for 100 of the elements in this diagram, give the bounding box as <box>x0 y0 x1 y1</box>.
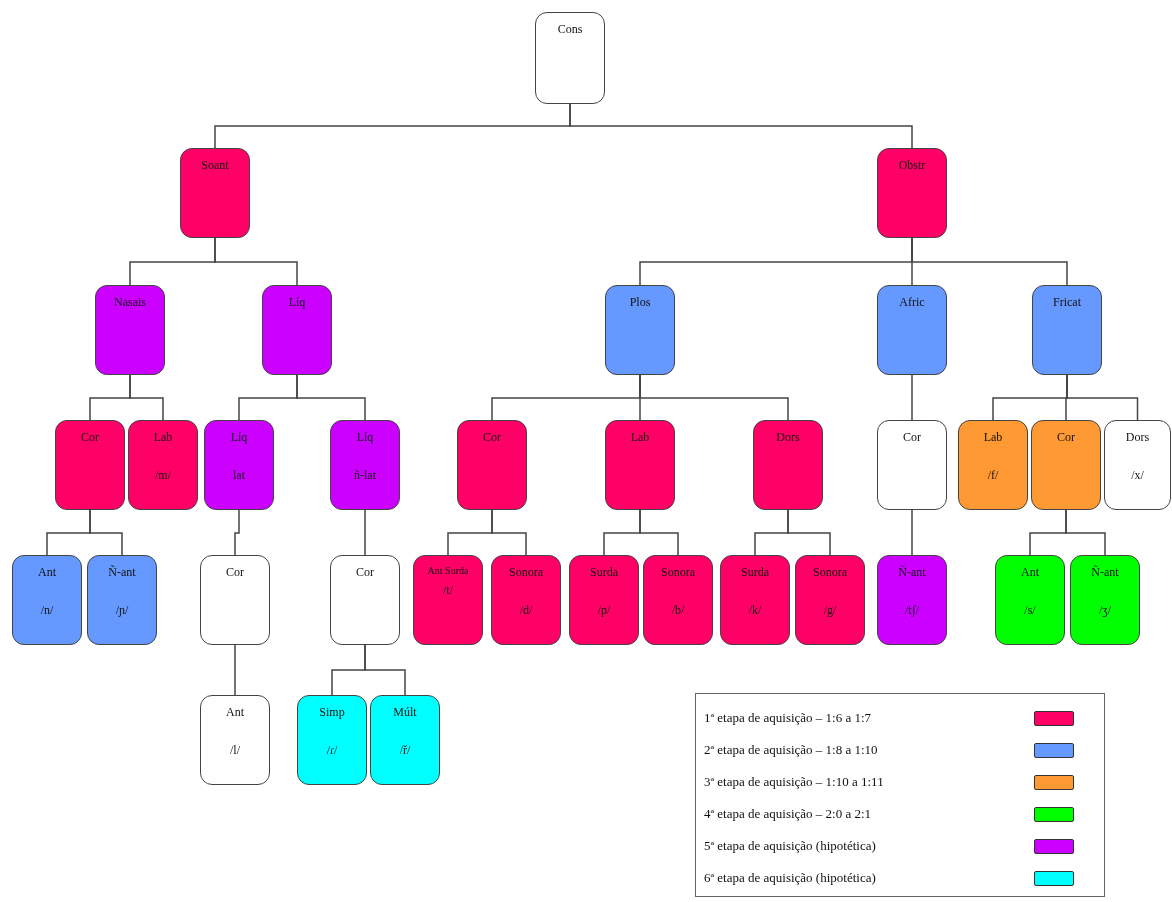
category-box <box>605 285 675 375</box>
category-label: Líq <box>288 296 306 309</box>
phoneme-label: /tʃ/ <box>905 602 919 618</box>
connector-line <box>911 374 913 421</box>
category-box <box>753 420 823 510</box>
category-box <box>877 148 947 238</box>
category-box <box>1070 555 1140 645</box>
category-label: Simp <box>319 706 345 719</box>
category-box <box>877 555 947 645</box>
category-box <box>491 555 561 645</box>
connector-line <box>129 374 164 421</box>
category-box <box>605 420 675 510</box>
category-label: Nasais <box>114 296 146 309</box>
legend-text: 3ª etapa de aquisição – 1:10 a 1:11 <box>704 774 884 790</box>
category-label: Cor <box>903 431 921 444</box>
category-box <box>330 420 400 510</box>
category-box <box>720 555 790 645</box>
category-box <box>1032 285 1102 375</box>
category-label: Surda <box>590 566 618 579</box>
category-box <box>330 555 400 645</box>
phoneme-label: /p/ <box>597 602 611 618</box>
connector-line <box>639 509 679 556</box>
phoneme-label: /n/ <box>40 602 54 618</box>
category-label: Ñ-ant <box>1091 566 1119 579</box>
phoneme-label: /t/ <box>443 582 453 598</box>
category-label: Sonora <box>661 566 695 579</box>
category-box <box>297 695 367 785</box>
category-box <box>262 285 332 375</box>
phoneme-label: /s/ <box>1024 602 1036 618</box>
connector-line <box>234 509 240 556</box>
legend-text: 5ª etapa de aquisição (hipotética) <box>704 838 876 854</box>
category-label: Dors <box>1125 431 1150 444</box>
phoneme-label: /ř/ <box>399 742 411 758</box>
category-box <box>457 420 527 510</box>
connector-line <box>1066 374 1139 421</box>
category-label: Lab <box>630 431 650 444</box>
category-label: Múlt <box>393 706 417 719</box>
category-label: Sonora <box>509 566 543 579</box>
connector-line <box>296 374 366 421</box>
category-box <box>958 420 1028 510</box>
phoneme-label: /m/ <box>155 467 171 483</box>
legend-text: 1ª etapa de aquisição – 1:6 a 1:7 <box>704 710 872 726</box>
category-label: Fricat <box>1053 296 1081 309</box>
category-label: Surda <box>741 566 769 579</box>
category-box <box>1031 420 1101 510</box>
connector-line <box>787 509 831 556</box>
category-label: Lab <box>983 431 1003 444</box>
category-label: Ant <box>226 706 244 719</box>
category-box <box>413 555 483 645</box>
phoneme-label: /l/ <box>230 742 240 758</box>
category-box <box>1104 420 1171 510</box>
connector-line <box>364 509 366 556</box>
category-label: Cor <box>81 431 99 444</box>
category-box <box>200 695 270 785</box>
category-box <box>55 420 125 510</box>
connector-line <box>569 103 913 149</box>
category-label: Cor <box>483 431 501 444</box>
legend-text: 2ª etapa de aquisição – 1:8 a 1:10 <box>704 742 878 758</box>
category-box <box>370 695 440 785</box>
category-label: Cor <box>356 566 374 579</box>
category-label: Ant Surda <box>427 566 469 577</box>
category-label: Cor <box>226 566 244 579</box>
category-box <box>12 555 82 645</box>
category-label: Ñ-ant <box>898 566 926 579</box>
category-box <box>795 555 865 645</box>
connector-line <box>214 237 298 286</box>
category-box <box>204 420 274 510</box>
phoneme-label: /ɲ/ <box>115 602 129 618</box>
category-label: Dors <box>776 431 800 444</box>
category-label: Líq <box>356 431 374 444</box>
phoneme-label: /g/ <box>823 602 837 618</box>
phoneme-label: ñ-lat <box>354 467 376 483</box>
connector-line <box>234 644 236 696</box>
connector-line <box>89 509 123 556</box>
phoneme-label: /k/ <box>748 602 762 618</box>
category-label: Obstr <box>898 159 926 172</box>
category-box <box>200 555 270 645</box>
category-box <box>877 285 947 375</box>
connector-line <box>639 374 789 421</box>
phoneme-label: lat <box>233 467 245 483</box>
category-label: Soant <box>201 159 229 172</box>
connector-line <box>1065 509 1106 556</box>
connector-line <box>491 509 527 556</box>
category-label: Líq <box>230 431 248 444</box>
category-label: Afric <box>899 296 925 309</box>
category-box <box>180 148 250 238</box>
phoneme-label: /d/ <box>519 602 533 618</box>
category-label: Lab <box>153 431 173 444</box>
category-label: Ant <box>38 566 56 579</box>
category-label: Plos <box>629 296 651 309</box>
connector-line <box>911 237 1068 286</box>
category-box <box>535 12 605 104</box>
category-box <box>128 420 198 510</box>
category-box <box>569 555 639 645</box>
phoneme-label: /ɾ/ <box>326 742 338 758</box>
phoneme-label: /f/ <box>987 467 999 483</box>
category-box <box>87 555 157 645</box>
connector-line <box>364 644 406 696</box>
category-label: Ñ-ant <box>108 566 136 579</box>
category-box <box>877 420 947 510</box>
